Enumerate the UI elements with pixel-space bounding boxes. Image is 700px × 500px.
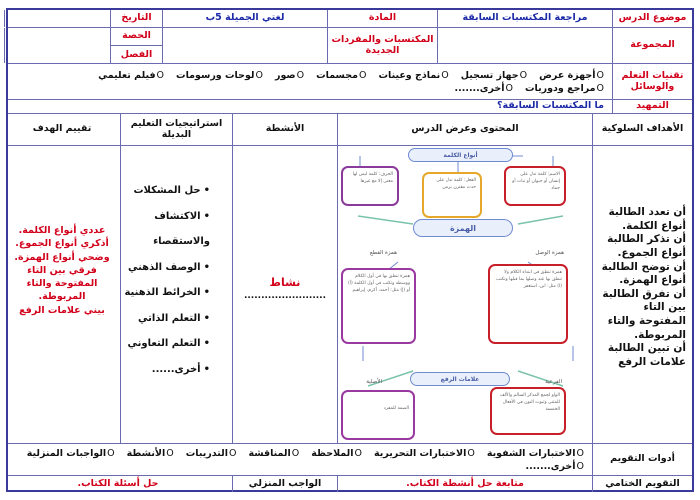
raf-original-box: الضمة للمفرد bbox=[341, 390, 415, 440]
resource-option[interactable]: مراجع ودوريات bbox=[525, 83, 604, 94]
homework-value: حل أسئلة الكتاب. bbox=[77, 477, 159, 489]
footer-row: التقويم الختامي متابعة حل أنشطة الكتاب. … bbox=[8, 476, 692, 492]
resource-option[interactable]: جهاز تسجيل bbox=[461, 70, 527, 81]
box-verb: الفعل: كلمة تدل على حدث مقترن بزمن bbox=[422, 172, 482, 218]
columns-header-row: الأهداف السلوكية المحتوى وعرض الدرس الأن… bbox=[8, 114, 692, 146]
assessment-option[interactable]: التدريبات bbox=[186, 448, 237, 459]
evaluation-item: فرقي بين التاء المفتوحة والتاء المربوطة. bbox=[26, 264, 98, 303]
raf-signs-pill: علامات الرفع bbox=[410, 372, 510, 386]
box-noun: الاسم: كلمة تدل على إنسان أو حيوان أو نب… bbox=[504, 166, 566, 206]
assessment-row: أدوات التقويم الاختبارات الشفوية الاختبا… bbox=[8, 444, 692, 476]
period-class-values bbox=[4, 28, 110, 63]
intro-question: ما المكتسبات السابقة؟ bbox=[496, 100, 604, 112]
strategy-item: أخرى...... bbox=[121, 357, 210, 383]
raf-branch-label: الفرعية bbox=[545, 379, 562, 385]
homework-label: الواجب المنزلي bbox=[232, 476, 337, 492]
resource-option[interactable]: أخرى....... bbox=[455, 83, 513, 94]
resource-option[interactable]: نماذج وعينات bbox=[378, 70, 448, 81]
activity-dots: ........................ bbox=[243, 291, 327, 301]
class-label: الفصل bbox=[110, 46, 162, 64]
hamza-qat-label: همزة القطع bbox=[369, 250, 397, 256]
objective-item: أن تفرق الطالبة بين التاء المفتوحة والتا… bbox=[602, 287, 686, 341]
lesson-plan-sheet: موضوع الدرس مراجعة المكتسبات السابقة الم… bbox=[4, 8, 694, 492]
col-strategies: استراتيجيات التعليم البديلة bbox=[120, 114, 232, 145]
subject-label: موضوع الدرس bbox=[612, 10, 692, 27]
evaluation-item: عددي أنواع الكلمة. bbox=[18, 225, 106, 236]
raf-original-label: الأصلية bbox=[366, 379, 382, 385]
diagram-connectors bbox=[357, 155, 574, 387]
header-row-1: موضوع الدرس مراجعة المكتسبات السابقة الم… bbox=[4, 10, 692, 28]
box-letter: الحرف: كلمة ليس لها معنى إلا مع غيرها bbox=[341, 166, 399, 206]
resource-option[interactable]: أجهزة عرض bbox=[539, 70, 604, 81]
evaluation-list: عددي أنواع الكلمة. أذكري أنواع الجموع. و… bbox=[4, 146, 120, 443]
strategies-list: حل المشكلات الاكتشاف والاستقصاء الوصف ال… bbox=[120, 146, 232, 443]
strategy-item: الوصف الذهني bbox=[121, 255, 210, 281]
evaluation-item: أذكري أنواع الجموع. bbox=[15, 238, 109, 250]
material-label: المادة bbox=[327, 10, 437, 27]
resource-option[interactable]: صور bbox=[275, 70, 304, 81]
group-label: المجموعة bbox=[612, 28, 692, 63]
resource-option[interactable]: فيلم تعليمي bbox=[98, 70, 164, 81]
group-value bbox=[437, 28, 612, 63]
strategy-item: الاكتشاف والاستقصاء bbox=[121, 204, 210, 255]
col-content: المحتوى وعرض الدرس bbox=[337, 114, 592, 145]
hamza-qat-box: همزة تنطق بها في أول الكلام ووسطه وتكتب … bbox=[341, 268, 416, 344]
content-diagram: أنواع الكلمة الحرف: كلمة ليس لها معنى إل… bbox=[337, 146, 592, 443]
intro-label: التمهيد bbox=[612, 100, 692, 113]
col-activities: الأنشطة bbox=[232, 114, 337, 145]
assessment-option[interactable]: الملاحظة bbox=[311, 448, 362, 459]
resources-label: تقنيات التعلم والوسائل bbox=[612, 64, 692, 99]
date-value-cells bbox=[4, 10, 110, 27]
strategy-item: الخرائط الذهنية bbox=[121, 280, 210, 306]
assessment-label: أدوات التقويم bbox=[592, 444, 692, 475]
vocab-label: المكتسبات والمفردات الجديدة bbox=[327, 28, 437, 63]
assessment-option[interactable]: الواجبات المنزلية bbox=[27, 448, 115, 459]
assessment-option[interactable]: الاختبارات الشفوية bbox=[487, 448, 584, 459]
strategy-item: التعلم التعاوني bbox=[121, 331, 210, 357]
strategy-item: حل المشكلات bbox=[121, 178, 210, 204]
evaluation-item: بيني علامات الرفع bbox=[19, 304, 105, 316]
objectives-list: أن تعدد الطالبة أنواع الكلمة. أن تذكر ال… bbox=[592, 146, 692, 443]
word-types-pill: أنواع الكلمة bbox=[408, 148, 513, 162]
main-body-row: أن تعدد الطالبة أنواع الكلمة. أن تذكر ال… bbox=[8, 146, 692, 444]
final-eval-value: متابعة حل أنشطة الكتاب. bbox=[337, 476, 592, 492]
evaluation-item: وضحي أنواع الهمزة. bbox=[14, 251, 110, 263]
resource-option[interactable]: لوحات ورسومات bbox=[176, 70, 263, 81]
raf-branch-box: الواو لجمع المذكر السالم والألف للمثنى و… bbox=[490, 387, 566, 435]
date-label: التاريخ bbox=[110, 10, 162, 27]
hamza-wasl-label: همزة الوصل bbox=[535, 250, 564, 256]
activities-cell: نشاط ........................ bbox=[232, 146, 337, 443]
subject-value: مراجعة المكتسبات السابقة bbox=[437, 10, 612, 27]
assessment-options: الاختبارات الشفوية الاختبارات التحريرية … bbox=[4, 444, 592, 475]
vocab-value bbox=[162, 28, 327, 63]
assessment-option[interactable]: الأنشطة bbox=[127, 448, 174, 459]
objective-item: أن تعدد الطالبة أنواع الكلمة. bbox=[608, 206, 686, 232]
material-value: لغتي الجميلة 5ب bbox=[162, 10, 327, 27]
objective-item: أن تبين الطالبة علامات الرفع bbox=[607, 342, 686, 369]
strategy-item: التعلم الذاتي bbox=[121, 306, 210, 332]
assessment-option[interactable]: المناقشة bbox=[248, 448, 299, 459]
assessment-option[interactable]: الاختبارات التحريرية bbox=[374, 448, 475, 459]
final-eval-label: التقويم الختامي bbox=[592, 476, 692, 492]
resource-option[interactable]: مجسمات bbox=[316, 70, 366, 81]
period-label: الحصة bbox=[110, 28, 162, 46]
objective-item: أن توضح الطالبة أنواع الهمزة. bbox=[601, 260, 686, 287]
hamza-pill: الهمزة bbox=[413, 219, 513, 237]
activity-title: نشاط bbox=[269, 276, 301, 289]
resources-options: أجهزة عرض جهاز تسجيل نماذج وعينات مجسمات… bbox=[4, 64, 612, 99]
hamza-wasl-box: همزة تنطق في ابتداء الكلام ولا تنطق بها … bbox=[488, 264, 568, 344]
col-objectives: الأهداف السلوكية bbox=[592, 114, 692, 145]
resources-row: تقنيات التعلم والوسائل أجهزة عرض جهاز تس… bbox=[8, 64, 692, 100]
col-evaluation: تقييم الهدف bbox=[32, 123, 92, 135]
intro-row: التمهيد ما المكتسبات السابقة؟ bbox=[8, 100, 692, 114]
objective-item: أن تذكر الطالبة أنواع الجموع. bbox=[607, 233, 686, 259]
assessment-option[interactable]: أخرى....... bbox=[526, 461, 584, 472]
header-row-2: المجموعة المكتسبات والمفردات الجديدة الح… bbox=[4, 28, 692, 64]
